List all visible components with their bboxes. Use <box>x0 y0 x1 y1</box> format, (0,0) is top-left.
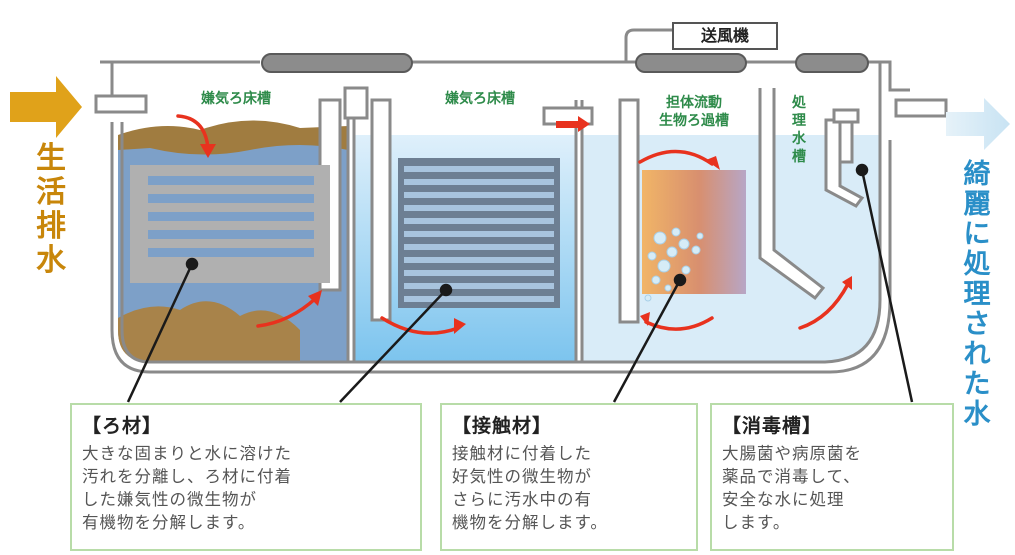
outlet-label: 綺 麗 に 処 理 さ れ た 水 <box>963 159 991 430</box>
callout-text: 接触材に付着した 好気性の微生物が さらに汚水中の有 機物を分解します。 <box>452 444 608 532</box>
pointer-lines <box>126 163 914 403</box>
filter-media-2 <box>398 158 560 308</box>
callout-text: 大腸菌や病原菌を 薬品で消毒して、 安全な水に処理 します。 <box>722 444 862 532</box>
blower-label: 送風機 <box>672 22 778 50</box>
flow-arrows <box>176 114 850 335</box>
outlet-arrow <box>946 98 1010 150</box>
contact-media <box>642 170 746 302</box>
chamber-label-3: 担体流動 生物ろ過槽 <box>659 95 729 129</box>
callout-contact-media: 【接触材】 接触材に付着した 好気性の微生物が さらに汚水中の有 機物を分解しま… <box>440 403 698 551</box>
flow-arrowheads <box>200 116 852 334</box>
callout-disinfection-tank: 【消毒槽】 大腸菌や病原菌を 薬品で消毒して、 安全な水に処理 します。 <box>710 403 954 551</box>
manhole-lids <box>261 53 869 73</box>
callout-title: 【接触材】 <box>452 415 553 437</box>
callout-text: 大きな固まりと水に溶けた 汚れを分離し、ろ材に付着 した嫌気性の微生物が 有機物… <box>82 444 292 532</box>
air-bubbles <box>644 227 704 302</box>
filter-media-1 <box>130 165 330 283</box>
inlet-label: 生 活 排 水 <box>36 141 66 278</box>
callout-filter-media: 【ろ材】 大きな固まりと水に溶けた 汚れを分離し、ろ材に付着 した嫌気性の微生物… <box>70 403 422 551</box>
callout-title: 【ろ材】 <box>82 415 163 437</box>
inlet-arrow <box>10 76 82 138</box>
chamber-label-1: 嫌気ろ床槽 <box>201 91 271 107</box>
chamber-label-4: 処 理 水 槽 <box>792 95 806 165</box>
callout-title: 【消毒槽】 <box>722 415 823 437</box>
chamber-label-2: 嫌気ろ床槽 <box>445 91 515 107</box>
